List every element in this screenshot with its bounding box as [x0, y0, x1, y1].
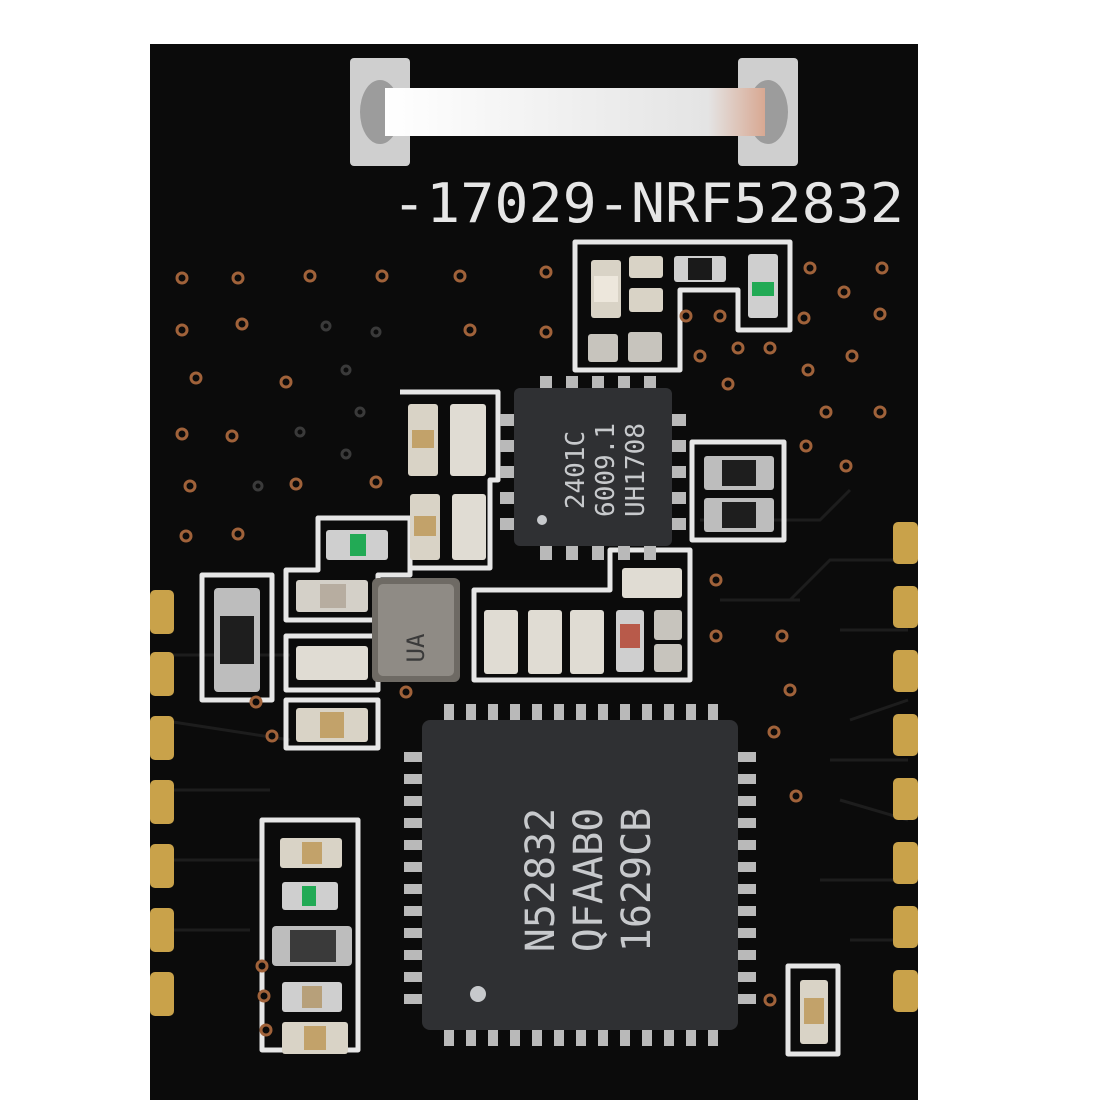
edge-pad	[150, 652, 174, 696]
antenna-element	[385, 88, 765, 136]
capacitor	[629, 288, 663, 312]
right-edge-pads	[893, 522, 918, 1012]
bottom-right-capacitor	[800, 980, 828, 1044]
edge-pad	[150, 908, 174, 952]
via-holes	[175, 261, 889, 1037]
bare-vias	[252, 320, 382, 492]
capacitor	[588, 334, 618, 362]
edge-pad	[893, 650, 918, 692]
capacitor	[452, 494, 486, 560]
amplifier-line-2: 6009.1	[591, 423, 621, 517]
capacitor	[296, 646, 368, 680]
mcu-line-1: N52832	[518, 808, 564, 953]
crystal-label: UA	[402, 633, 430, 662]
edge-pad	[893, 906, 918, 948]
edge-pad	[893, 970, 918, 1012]
top-passive-cluster	[588, 254, 778, 362]
amplifier-line-1: 2401C	[561, 431, 591, 509]
edge-pad	[150, 844, 174, 888]
capacitor	[629, 256, 663, 278]
edge-pad	[150, 780, 174, 824]
right-inductors	[704, 456, 774, 532]
lower-mid-passives	[484, 568, 682, 674]
antenna	[350, 58, 798, 166]
edge-pad	[893, 714, 918, 756]
crystal: UA	[372, 578, 460, 682]
edge-pad	[893, 522, 918, 564]
amplifier-chip: 2401C 6009.1 UH1708	[500, 376, 686, 560]
edge-pad	[150, 972, 174, 1016]
edge-pad	[893, 586, 918, 628]
bottom-left-passives	[272, 838, 352, 1054]
edge-pad	[893, 778, 918, 820]
edge-pad	[893, 842, 918, 884]
main-mcu-chip: N52832 QFAAB0 1629CB	[404, 704, 756, 1046]
edge-pad	[150, 590, 174, 634]
mcu-line-3: 1629CB	[614, 808, 660, 953]
capacitor	[450, 404, 486, 476]
mid-left-passives	[214, 404, 486, 742]
silkscreen-label: -17029-NRF52832	[392, 172, 904, 235]
mcu-line-2: QFAAB0	[566, 808, 612, 953]
amplifier-line-3: UH1708	[621, 423, 651, 517]
capacitor	[628, 332, 662, 362]
edge-pad	[150, 716, 174, 760]
left-edge-pads	[150, 590, 174, 1016]
